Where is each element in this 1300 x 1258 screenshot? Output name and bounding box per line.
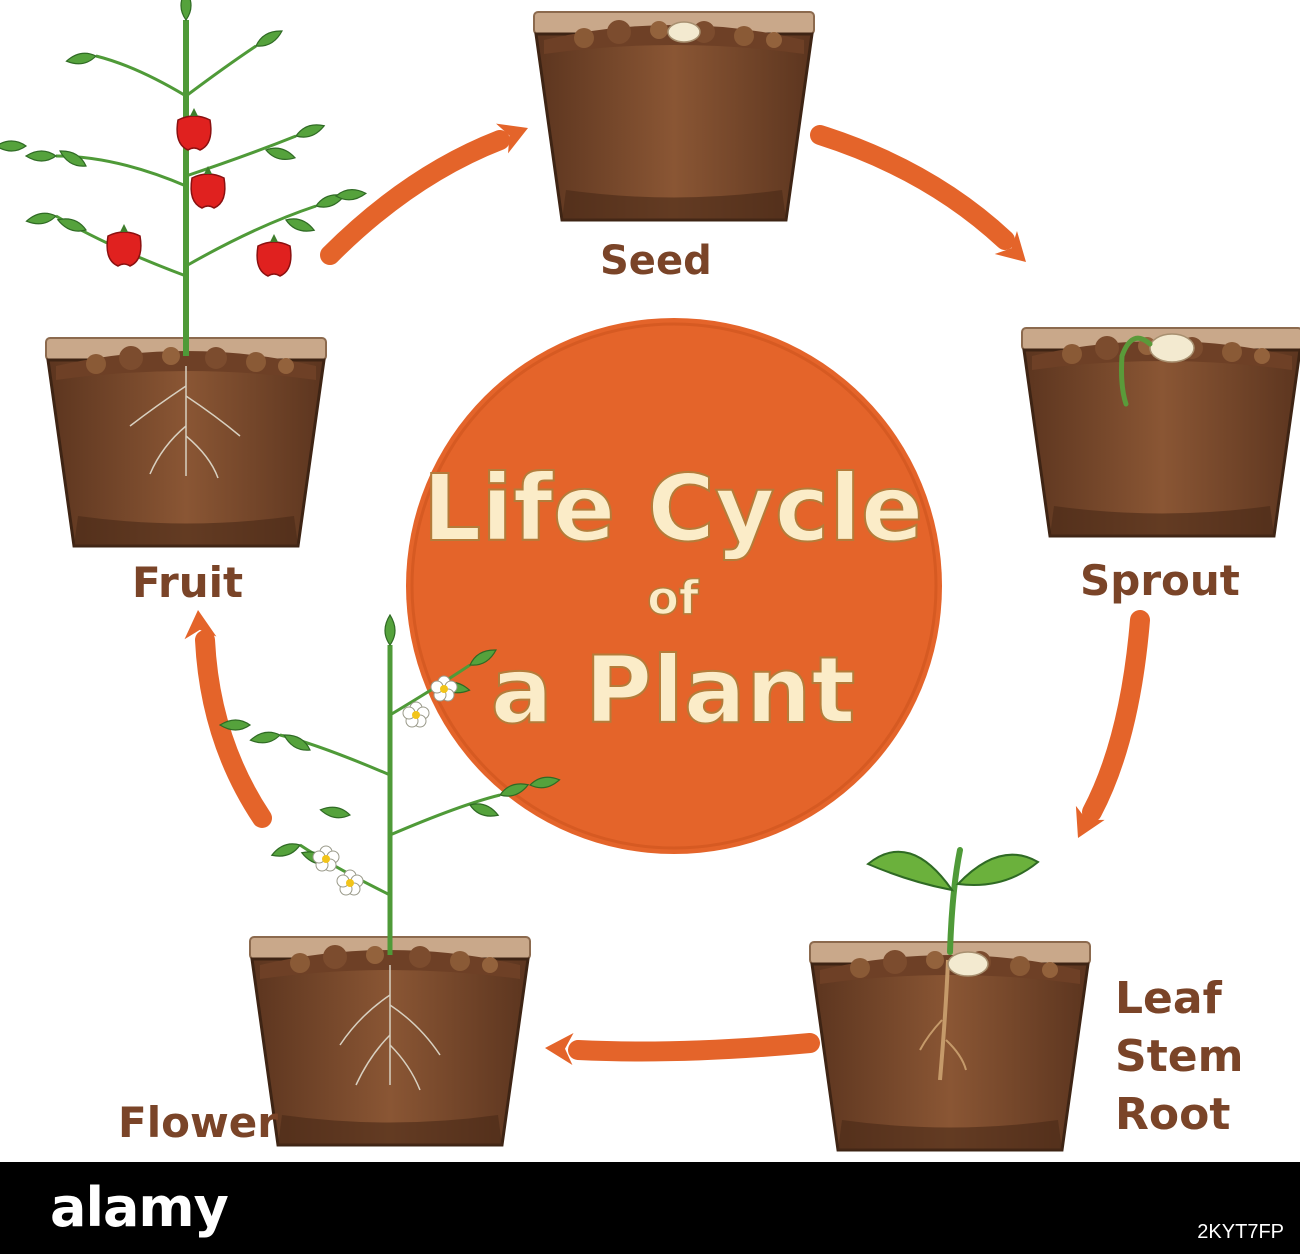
- arrow-sprout-to-leaf: [1063, 610, 1150, 846]
- sprouting-seed-icon: [1149, 333, 1195, 363]
- title-line-2: of: [647, 571, 700, 625]
- sprout-shoot-icon: [1119, 335, 1153, 407]
- cycle-arrows: [182, 113, 1150, 1065]
- title-line-1: Life Cycle: [423, 455, 924, 562]
- seedling-pot: [808, 847, 1092, 1152]
- leaf-left-icon: [866, 850, 955, 892]
- label-flower: Flower: [118, 1098, 278, 1147]
- arrow-fruit-to-seed: [320, 113, 534, 265]
- flower-roots-icon: [339, 965, 441, 1091]
- arrow-flower-to-fruit: [182, 608, 272, 828]
- label-leaf: Leaf: [1115, 973, 1222, 1024]
- seed-icon: [667, 21, 701, 43]
- title-line-3: a Plant: [491, 637, 856, 744]
- label-seed: Seed: [600, 238, 712, 284]
- footer-image-id: 2KYT7FP: [1197, 1221, 1284, 1243]
- leaf-right-icon: [955, 853, 1040, 887]
- root-icon: [938, 959, 950, 1081]
- label-sprout: Sprout: [1080, 556, 1240, 605]
- arrow-seed-to-sprout: [810, 125, 1038, 274]
- watermark-footer: alamy 2KYT7FP: [0, 1162, 1300, 1254]
- sprout-pot: [1020, 326, 1300, 538]
- stem-icon: [947, 847, 963, 955]
- fruit-plant-icon: [0, 0, 367, 356]
- seed-pot: [532, 10, 816, 222]
- fruit-pot: [0, 0, 367, 548]
- arrow-leaf-to-flower: [544, 1032, 820, 1065]
- label-fruit: Fruit: [132, 558, 244, 607]
- diagram-title: Life Cycle of a Plant: [422, 454, 925, 745]
- label-stem: Stem: [1115, 1031, 1244, 1082]
- flower-plant-icon: [219, 614, 562, 955]
- fruit-roots-icon: [129, 366, 241, 479]
- center-circle: [406, 318, 942, 854]
- label-root: Root: [1115, 1089, 1231, 1140]
- footer-logo: alamy: [50, 1176, 229, 1239]
- flower-pot: [219, 614, 562, 1147]
- label-leaf-stem-root: Leaf Stem Root: [1115, 970, 1243, 1144]
- center-circle-rim: [410, 322, 938, 850]
